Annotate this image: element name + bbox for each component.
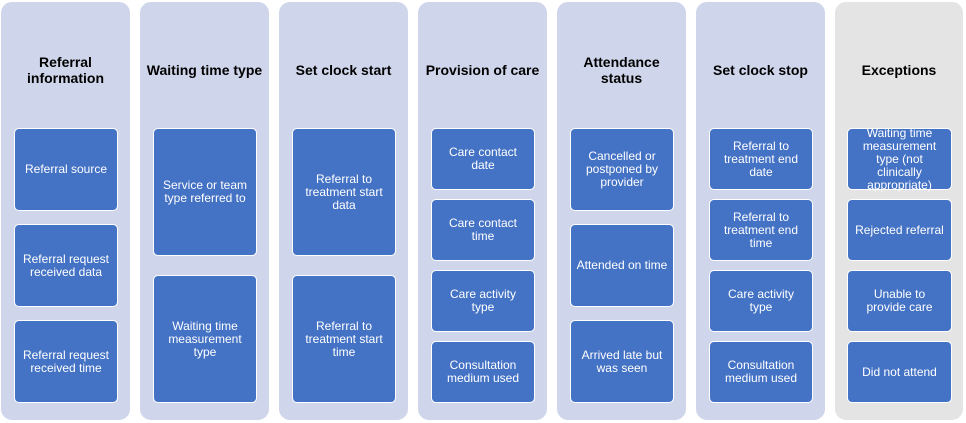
item-box: Referral to treatment start time [292, 275, 396, 403]
item-box: Care contact date [431, 128, 535, 190]
column-set-clock-stop: Set clock stop Referral to treatment end… [695, 1, 826, 421]
column-set-clock-start: Set clock start Referral to treatment st… [278, 1, 409, 421]
item-box: Referral to treatment end date [709, 128, 813, 190]
item-box: Consultation medium used [709, 341, 813, 403]
item-box: Care activity type [709, 270, 813, 332]
item-box: Referral request received time [14, 320, 118, 403]
column-title: Set clock start [295, 62, 392, 78]
item-box: Consultation medium used [431, 341, 535, 403]
item-box: Referral request received data [14, 224, 118, 307]
item-box: Rejected referral [847, 199, 952, 261]
item-box: Care contact time [431, 199, 535, 261]
item-box: Cancelled or postponed by provider [570, 128, 674, 211]
item-box: Service or team type referred to [153, 128, 257, 256]
item-box: Care activity type [431, 270, 535, 332]
item-box: Unable to provide care [847, 270, 952, 332]
column-provision-of-care: Provision of care Care contact date Care… [417, 1, 548, 421]
column-title: Waiting time type [146, 62, 263, 78]
column-title: Exceptions [861, 62, 937, 78]
column-exceptions: Exceptions Waiting time measurement type… [834, 1, 964, 421]
item-box: Referral to treatment start data [292, 128, 396, 256]
column-title: Set clock stop [713, 62, 808, 78]
column-attendance-status: Attendance status Cancelled or postponed… [556, 1, 687, 421]
column-referral-information: Referral information Referral source Ref… [0, 1, 131, 421]
item-box: Arrived late but was seen [570, 320, 674, 403]
item-box: Waiting time measurement type [153, 275, 257, 403]
item-box: Did not attend [847, 341, 952, 403]
item-box: Referral source [14, 128, 118, 211]
item-box: Attended on time [570, 224, 674, 307]
item-box: Waiting time measurement type (not clini… [847, 126, 952, 191]
column-title: Referral information [27, 54, 104, 86]
column-title: Provision of care [425, 62, 540, 78]
column-waiting-time-type: Waiting time type Service or team type r… [139, 1, 270, 421]
column-title: Attendance status [583, 54, 660, 86]
item-box: Referral to treatment end time [709, 199, 813, 261]
